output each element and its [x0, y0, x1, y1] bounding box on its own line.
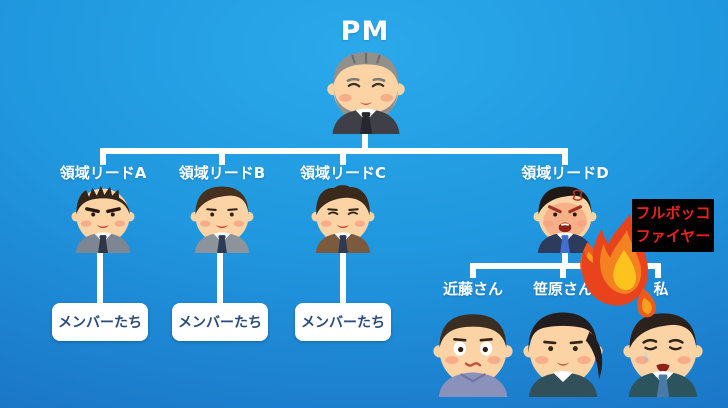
lead-c-label: 領域リードC	[299, 164, 386, 182]
connector-line	[97, 251, 103, 304]
connector-line	[100, 148, 568, 154]
pm-title: PM	[340, 16, 390, 47]
lead-b-avatar	[184, 183, 260, 253]
members-box-a: メンバーたち	[52, 303, 148, 341]
member-watashi-avatar	[619, 297, 707, 408]
lead-a-avatar	[65, 183, 141, 253]
connector-line	[560, 263, 566, 278]
connector-line	[340, 148, 346, 165]
connector-line	[217, 251, 223, 304]
lead-d-avatar	[527, 183, 603, 253]
connector-line	[562, 249, 568, 268]
lead-a-label: 領域リードA	[59, 164, 147, 182]
member-sasahara-label: 笹原さん	[532, 280, 593, 298]
connector-line	[362, 130, 368, 152]
members-box-b: メンバーたち	[172, 303, 268, 341]
fire-callout-line2: ファイヤー	[635, 227, 711, 246]
connector-line	[562, 148, 568, 165]
member-kondo-label: 近藤さん	[442, 280, 503, 298]
lead-d-label: 領域リードD	[521, 164, 609, 182]
member-watashi-label: 私	[653, 280, 669, 298]
fire-callout-line1: フルボッコ	[635, 204, 711, 222]
connector-line	[655, 263, 661, 278]
connector-line	[470, 263, 476, 278]
lead-b-label: 領域リードB	[178, 164, 266, 182]
pm-avatar	[319, 48, 413, 134]
member-kondo-avatar	[429, 297, 517, 408]
fire-callout: フルボッコ ファイヤー	[632, 199, 714, 252]
connector-line	[340, 251, 346, 304]
members-box-c: メンバーたち	[295, 303, 391, 341]
member-sasahara-avatar	[519, 297, 607, 408]
connector-line	[100, 148, 106, 165]
fire-icon	[574, 213, 670, 319]
lead-c-avatar	[305, 183, 381, 253]
connector-line	[219, 148, 225, 165]
